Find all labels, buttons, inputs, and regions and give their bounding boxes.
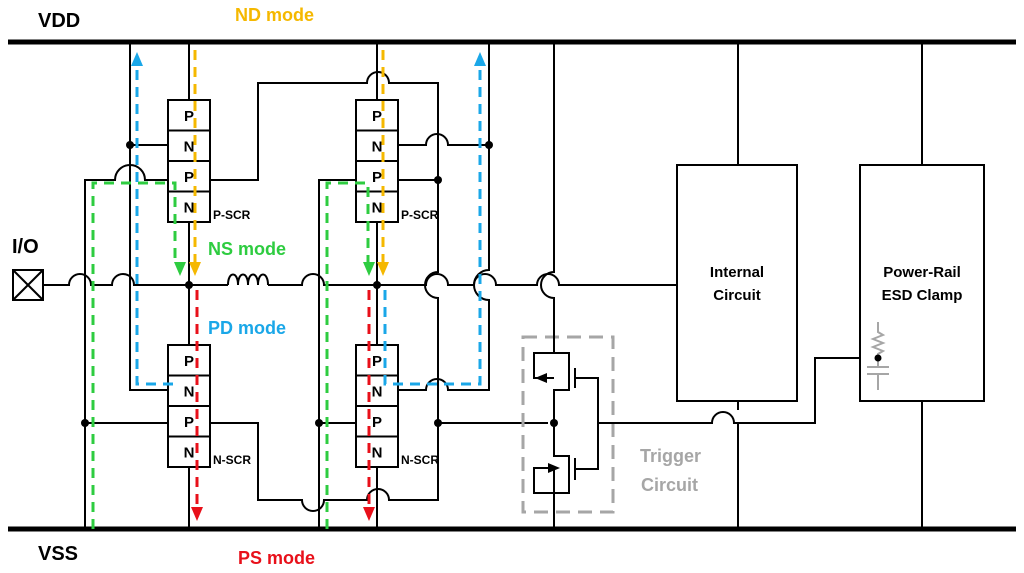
pd-mode-path	[135, 70, 175, 386]
scr-layer-label: N	[372, 445, 383, 462]
internal-circuit-block	[676, 42, 798, 529]
pd-arrow-icon	[131, 52, 143, 66]
inductor-icon	[227, 273, 269, 286]
internal-label-2: Circuit	[713, 287, 761, 304]
scr-layer	[355, 160, 399, 193]
clamp-label-2: ESD Clamp	[882, 287, 963, 304]
nd-arrow-icon	[377, 262, 389, 276]
vss-label: VSS	[38, 543, 78, 565]
scr-layer-label: N	[372, 384, 383, 401]
scr-layer-label: P	[184, 414, 194, 431]
internal-label-1: Internal	[710, 264, 764, 281]
scr-layer	[167, 129, 211, 162]
nmos-transistor-icon	[533, 423, 576, 529]
scr-layer-label: N	[184, 139, 195, 156]
ns-mode-label: NS mode	[208, 239, 286, 259]
scr-layer	[355, 435, 399, 468]
scr-layer-label: N	[372, 200, 383, 217]
pd-arrow-icon	[474, 52, 486, 66]
scr-layer-label: N	[184, 384, 195, 401]
trigger-label-1: Trigger	[640, 446, 701, 466]
scr-layer-label: N	[184, 445, 195, 462]
scr-type-label: N-SCR	[213, 453, 251, 467]
scr-layer	[167, 374, 211, 407]
scr-layer-label: P	[372, 108, 382, 125]
scr-layer	[355, 99, 399, 132]
scr-layer-label: N	[184, 200, 195, 217]
pmos-transistor-icon	[533, 335, 599, 470]
scr-layer-label: P	[372, 169, 382, 186]
scr-layer-label: N	[372, 139, 383, 156]
ps-arrow-icon	[363, 507, 375, 521]
scr-layer	[167, 405, 211, 438]
pd-mode-path	[383, 70, 482, 386]
scr-layer	[355, 405, 399, 438]
trigger-label-2: Circuit	[641, 475, 698, 495]
trigger-boundary	[521, 335, 615, 514]
ns-arrow-icon	[174, 262, 186, 276]
trigger-circuit	[521, 335, 878, 529]
scr-type-label: N-SCR	[401, 453, 439, 467]
ps-arrow-icon	[191, 507, 203, 521]
scr-layer	[355, 190, 399, 223]
nd-arrow-icon	[189, 262, 201, 276]
scr-layer-label: P	[184, 169, 194, 186]
ns-arrow-icon	[363, 262, 375, 276]
scr-layer	[167, 344, 211, 377]
scr-layer	[355, 129, 399, 162]
scr-type-label: P-SCR	[213, 208, 251, 222]
rc-network-icon	[867, 322, 889, 390]
right-stage-wiring	[318, 42, 555, 529]
io-pad-icon	[12, 269, 44, 301]
scr-type-label: P-SCR	[401, 208, 439, 222]
io-label: I/O	[12, 236, 39, 258]
scr-layer-label: P	[372, 414, 382, 431]
scr-layer	[167, 435, 211, 468]
ns-mode-path	[325, 181, 370, 529]
scr-layer	[355, 374, 399, 407]
scr-layer-label: P	[184, 353, 194, 370]
scr-layer	[167, 99, 211, 132]
scr-layer-label: P	[184, 108, 194, 125]
ns-mode-path	[91, 181, 177, 529]
pd-mode-label: PD mode	[208, 318, 286, 338]
ps-mode-label: PS mode	[238, 548, 315, 568]
scr-layer-label: P	[372, 353, 382, 370]
power-rail-clamp-block	[859, 42, 985, 529]
nd-mode-label: ND mode	[235, 5, 314, 25]
vdd-label: VDD	[38, 10, 80, 32]
clamp-label-1: Power-Rail	[883, 264, 961, 281]
